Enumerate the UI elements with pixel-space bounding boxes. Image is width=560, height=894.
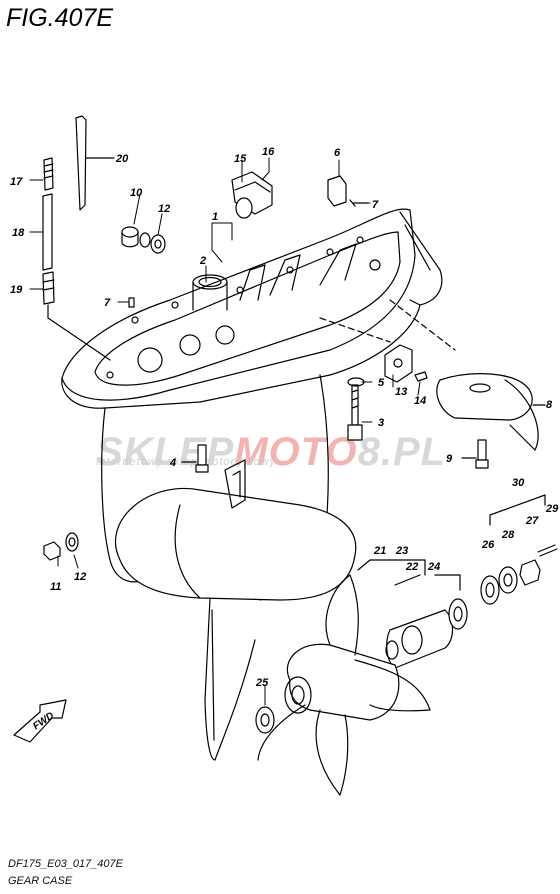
callout-10: 10	[130, 187, 143, 199]
part-15-16-bracket	[231, 171, 273, 219]
callout-21: 21	[373, 545, 386, 557]
callout-12a: 12	[158, 203, 170, 215]
callout-2: 2	[199, 255, 206, 267]
forward-arrow-icon	[13, 699, 67, 743]
callout-28: 28	[501, 529, 515, 541]
callout-4: 4	[169, 457, 176, 469]
figure-code: DF175_E03_017_407E	[8, 858, 123, 870]
watermark-brand-part3: 8.PL	[357, 430, 447, 474]
callout-29: 29	[545, 503, 559, 515]
propeller	[255, 574, 431, 796]
callout-26: 26	[481, 539, 495, 551]
watermark-brand-part2: MOTO	[234, 430, 358, 474]
part-21-24-thrust-kit	[357, 559, 468, 669]
callout-24: 24	[427, 561, 440, 573]
part-17-18-19-shaft	[42, 157, 111, 361]
callout-8: 8	[546, 399, 553, 411]
figure-caption: GEAR CASE	[8, 875, 73, 887]
leader-lines	[29, 157, 421, 706]
callout-22: 22	[405, 561, 418, 573]
callout-1: 1	[212, 211, 218, 223]
callout-15: 15	[234, 153, 247, 165]
part-4-screw	[181, 444, 209, 473]
callout-16: 16	[262, 146, 275, 158]
callout-25: 25	[255, 677, 269, 689]
callout-19: 19	[10, 284, 23, 296]
callout-23: 23	[395, 545, 408, 557]
callout-labels: 1 2 3 4 5 6 7 7 8 9 10 11 12 12 13 14 15…	[10, 146, 559, 732]
callout-12b: 12	[74, 571, 86, 583]
callout-27: 27	[525, 515, 539, 527]
part-3-bolt	[347, 377, 365, 441]
watermark-brand-part1: SKLEP	[96, 430, 235, 474]
part-8-trim-tab	[389, 299, 546, 451]
callout-17: 17	[10, 176, 23, 188]
part-9-bolt	[461, 439, 489, 469]
watermark-brand: SKLEPMOTO8.PL	[96, 430, 446, 475]
callout-14: 14	[414, 395, 426, 407]
gear-case-housing	[61, 208, 443, 761]
part-26-30-nut-set	[480, 494, 558, 605]
callout-11: 11	[50, 581, 61, 593]
callout-9: 9	[446, 453, 453, 465]
callout-13: 13	[395, 386, 407, 398]
callout-5: 5	[378, 377, 385, 389]
callout-6: 6	[334, 147, 341, 159]
part-13-14-bracket	[319, 317, 428, 383]
callout-18: 18	[12, 227, 25, 239]
part-11-12-drain	[43, 532, 79, 561]
figure-title: FIG.407E	[6, 4, 113, 32]
callout-30: 30	[512, 477, 525, 489]
callout-7a: 7	[372, 199, 379, 211]
callout-3: 3	[378, 417, 384, 429]
part-6-anode	[128, 175, 369, 308]
callout-7b: 7	[104, 297, 111, 309]
part-20-rod	[75, 115, 115, 211]
callout-20: 20	[115, 153, 129, 165]
